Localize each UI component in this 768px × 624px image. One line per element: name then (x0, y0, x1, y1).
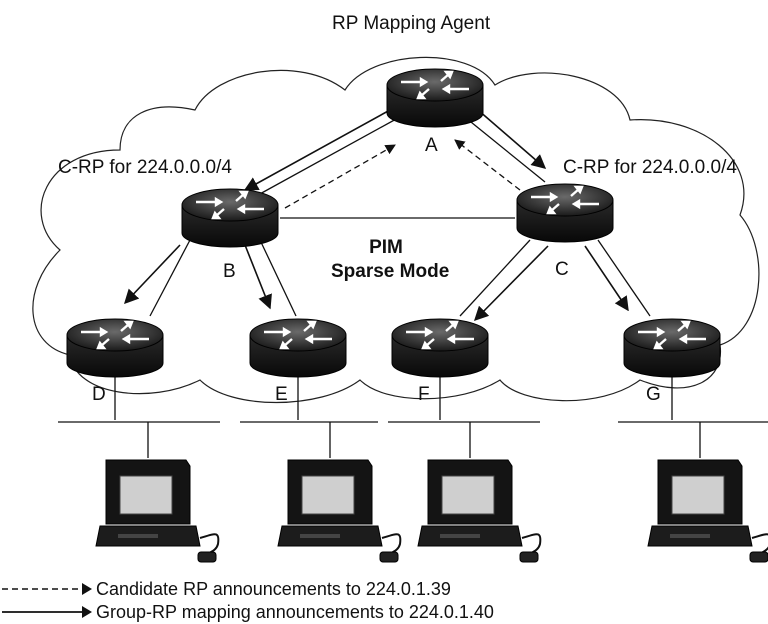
mapping-arrow-c-to-f (473, 245, 549, 322)
mapping-arrow-a-to-b (243, 109, 391, 191)
mapping-arrow-a-to-c (477, 109, 547, 169)
link-c-f (459, 239, 531, 317)
pim-label: PIM (369, 237, 403, 258)
legend-dashed-label: Candidate RP announcements to 224.0.1.39 (96, 578, 451, 599)
mapping-arrow-b-to-d (124, 244, 181, 305)
dashed-arrow-icon (2, 583, 92, 595)
router-g-icon (622, 317, 722, 379)
router-label-g: G (646, 384, 661, 405)
mapping-arrow-c-to-g (584, 245, 629, 312)
router-a-icon (385, 67, 485, 129)
router-label-a: A (425, 135, 438, 156)
link-b-d (149, 239, 191, 317)
router-label-d: D (92, 384, 106, 405)
crp-arrow-c-to-a (454, 139, 521, 191)
link-a-c (465, 117, 546, 183)
router-label-e: E (275, 384, 288, 405)
legend-solid: Group-RP mapping announcements to 224.0.… (0, 601, 494, 623)
link-b-e (259, 239, 297, 317)
router-label-f: F (418, 384, 430, 405)
router-d-icon (65, 317, 165, 379)
router-e-icon (248, 317, 348, 379)
workstation-e-icon (277, 459, 402, 563)
workstation-d-icon (95, 459, 220, 563)
link-c-g (597, 239, 651, 317)
router-f-icon (390, 317, 490, 379)
workstation-f-icon (417, 459, 542, 563)
router-label-c: C (555, 259, 569, 280)
legend-solid-label: Group-RP mapping announcements to 224.0.… (96, 601, 494, 622)
crp-label-left: C-RP for 224.0.0.0/4 (58, 157, 232, 178)
legend-dashed: Candidate RP announcements to 224.0.1.39 (0, 578, 451, 600)
pim-cloud (32, 56, 760, 404)
link-a-b (257, 117, 399, 196)
crp-arrow-b-to-a (284, 144, 396, 209)
router-b-icon (180, 187, 280, 249)
workstation-g-icon (647, 459, 768, 563)
router-label-b: B (223, 261, 236, 282)
router-c-icon (515, 182, 615, 244)
crp-label-right: C-RP for 224.0.0.0/4 (563, 157, 737, 178)
mapping-agent-title: RP Mapping Agent (332, 13, 491, 34)
mapping-arrow-b-to-e (244, 244, 272, 310)
solid-arrow-icon (2, 606, 92, 618)
sparse-mode-label: Sparse Mode (331, 261, 450, 282)
